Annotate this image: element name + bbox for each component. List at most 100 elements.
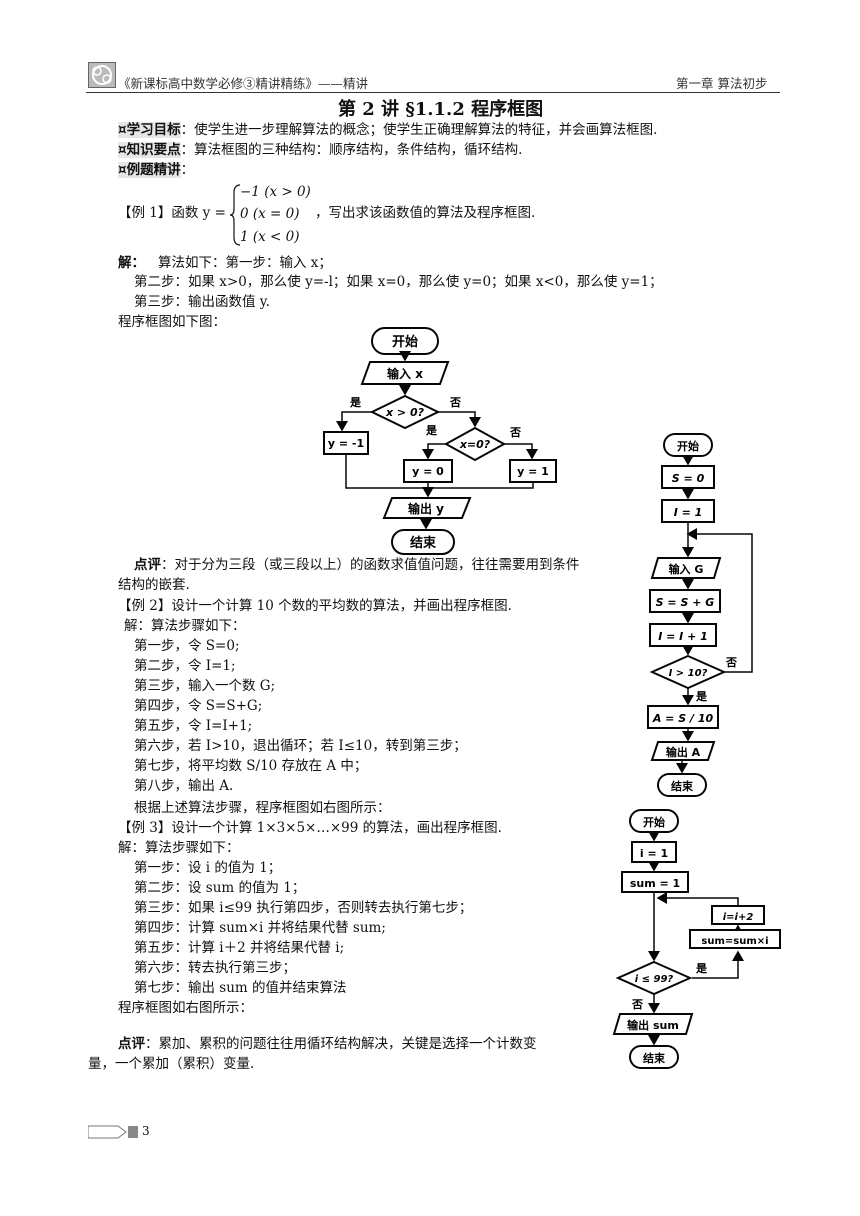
fc1-assign-zero-label: y = 0 [412, 465, 444, 478]
fc3-no: 否 [631, 998, 643, 1011]
piecewise-case-2: 0 (x = 0) [240, 206, 300, 222]
flowchart-example1: 开始 输入 x x > 0? 是 否 y = -1 x=0? 是 否 y = 0… [320, 322, 570, 562]
footer-arrow-icon [87, 1125, 138, 1139]
logo-icon [88, 62, 116, 88]
fc2-start-label: 开始 [677, 439, 699, 453]
example3-step-2: 第二步：设 sum 的值为 1； [134, 880, 306, 896]
fc1-end-label: 结束 [410, 535, 437, 551]
fc1-cond1 [369, 394, 441, 430]
examples-heading: ¤例题精讲： [118, 162, 195, 178]
fc2-output [650, 741, 716, 761]
fc3-cond-label: i ≤ 99? [635, 974, 674, 985]
example3-prompt: 【例 3】设计一个计算 1×3×5×…×99 的算法，画出程序框图. [118, 820, 502, 836]
example1-solution-line1: 算法如下：第一步：输入 x； [158, 255, 332, 271]
example1-solution-label: 解： [118, 255, 145, 271]
fc1-assign-neg-label: y = -1 [328, 437, 364, 450]
fc2-input [650, 557, 722, 579]
example1-solution-line2: 第二步：如果 x>0，那么使 y=-l；如果 x=0，那么使 y=0；如果 x<… [134, 274, 663, 290]
fc3-i1-label: i = 1 [640, 847, 668, 860]
fc3-inc-label: i=i+2 [723, 912, 754, 923]
fc2-avg [647, 705, 719, 729]
fc1-cond1-label: x > 0? [385, 406, 425, 419]
fc2-end [657, 773, 707, 797]
key-label: ¤知识要点 [118, 142, 181, 158]
example-label: ¤例题精讲 [118, 162, 181, 178]
fc3-yes: 是 [695, 962, 708, 975]
fc2-yes: 是 [695, 690, 708, 703]
fc2-avg-label: A = S / 10 [652, 712, 714, 725]
example1-solution-line3: 第三步：输出函数值 y. [134, 294, 270, 310]
fc1-input-label: 输入 x [387, 366, 423, 381]
fc3-end-label: 结束 [642, 1051, 666, 1065]
example2-step-4: 第四步，令 S=S+G; [134, 698, 263, 714]
fc1-output [382, 497, 472, 519]
example2-step-3: 第三步，输入一个数 G; [134, 678, 276, 694]
fc3-sum1 [621, 871, 689, 893]
fc1-yes1: 是 [349, 396, 362, 409]
key-points: ¤知识要点：算法框图的三种结构：顺序结构，条件结构，循环结构. [118, 142, 523, 158]
example3-comment-line2: 量，一个累加（累积）变量. [88, 1056, 255, 1072]
fc1-cond2-label: x=0? [459, 438, 491, 451]
piecewise-case-3: 1 (x < 0) [240, 229, 300, 245]
header-rule [86, 92, 780, 93]
fc2-s0-label: S = 0 [672, 472, 705, 485]
fc2-cond-label: I > 10? [669, 668, 708, 679]
example2-step-7: 第七步，将平均数 S/10 存放在 A 中； [134, 758, 368, 774]
example2-step-2: 第二步，令 I=1; [134, 658, 236, 674]
header-logo [88, 62, 116, 88]
fc2-inc-label: I = I + 1 [658, 630, 708, 643]
example3-closing: 程序框图如右图所示： [118, 1000, 253, 1016]
example1-prefix: 【例 1】函数 y = [118, 205, 226, 221]
example2-solution: 解：算法步骤如下： [124, 618, 246, 634]
example2-closing: 根据上述算法步骤，程序框图如右图所示： [134, 800, 391, 816]
fc3-mult [689, 929, 781, 949]
fc3-inc [711, 905, 765, 925]
fc3-mult-label: sum=sum×i [701, 936, 768, 947]
fc2-sum-label: S = S + G [656, 596, 715, 609]
example1-suffix: ，写出求该函数值的算法及程序框图. [315, 205, 536, 221]
header-chapter: 第一章 算法初步 [676, 76, 768, 91]
page-title: 第 2 讲 §1.1.2 程序框图 [338, 99, 544, 120]
fc1-start-label: 开始 [392, 334, 418, 350]
example3-comment-line1: 点评：累加、累积的问题往往用循环结构解决，关键是选择一个计数变 [118, 1036, 537, 1052]
example3-step-7: 第七步：输出 sum 的值并结束算法 [134, 980, 347, 996]
fc1-no2: 否 [509, 426, 521, 439]
fc3-output-label: 输出 sum [627, 1018, 679, 1032]
goal-label: ¤学习目标 [118, 122, 181, 138]
example3-step-6: 第六步：转去执行第三步； [134, 960, 296, 976]
fc1-cond2 [443, 426, 507, 462]
fc1-yes2: 是 [425, 424, 438, 437]
footer-arrow [87, 1124, 144, 1144]
page-number: 3 [142, 1124, 150, 1138]
example2-step-6: 第六步，若 I>10，退出循环；若 I≤10，转到第三步； [134, 738, 467, 754]
fc1-input [360, 361, 450, 385]
fc2-i1-label: I = 1 [674, 506, 703, 519]
header-book-title: 《新课标高中数学必修③精讲精练》——精讲 [118, 76, 369, 91]
example2-step-8: 第八步，输出 A. [134, 778, 234, 794]
fc3-sum1-label: sum = 1 [630, 877, 680, 890]
fc1-end [391, 529, 455, 555]
fc1-output-label: 输出 y [408, 501, 444, 516]
example2-step-5: 第五步，令 I=I+1; [134, 718, 253, 734]
fc3-end [629, 1045, 679, 1069]
learning-goal: ¤学习目标：使学生进一步理解算法的概念；使学生正确理解算法的特征，并会画算法框图… [118, 122, 658, 138]
fc2-sum [649, 589, 721, 613]
fc2-no: 否 [725, 656, 737, 669]
flowchart-example3: 开始 i = 1 sum = 1 i=i+2 sum=sum×i 是 i ≤ 9… [608, 806, 788, 1076]
example3-step-1: 第一步：设 i 的值为 1； [134, 860, 282, 876]
fc3-start-label: 开始 [643, 815, 665, 829]
example1-comment-line2: 结构的嵌套. [118, 577, 190, 593]
example2-prompt: 【例 2】设计一个计算 10 个数的平均数的算法，并画出程序框图. [118, 598, 512, 614]
flowchart-example2: 开始 S = 0 I = 1 输入 G S = S + G I = I + 1 … [640, 430, 760, 802]
example2-step-1: 第一步，令 S=0; [134, 638, 240, 654]
example3-step-3: 第三步：如果 i≤99 执行第四步，否则转去执行第七步； [134, 900, 473, 916]
fc1-assign-one-label: y = 1 [517, 465, 549, 478]
example3-step-4: 第四步：计算 sum×i 并将结果代替 sum; [134, 920, 386, 936]
fc2-output-label: 输出 A [666, 745, 701, 759]
fc1-no1: 否 [449, 396, 461, 409]
piecewise-brace [230, 184, 241, 246]
example3-solution: 解：算法步骤如下： [118, 840, 240, 856]
fc2-end-label: 结束 [670, 779, 694, 793]
example3-step-5: 第五步：计算 i＋2 并将结果代替 i; [134, 940, 345, 956]
example1-diagram-intro: 程序框图如下图： [118, 314, 226, 330]
